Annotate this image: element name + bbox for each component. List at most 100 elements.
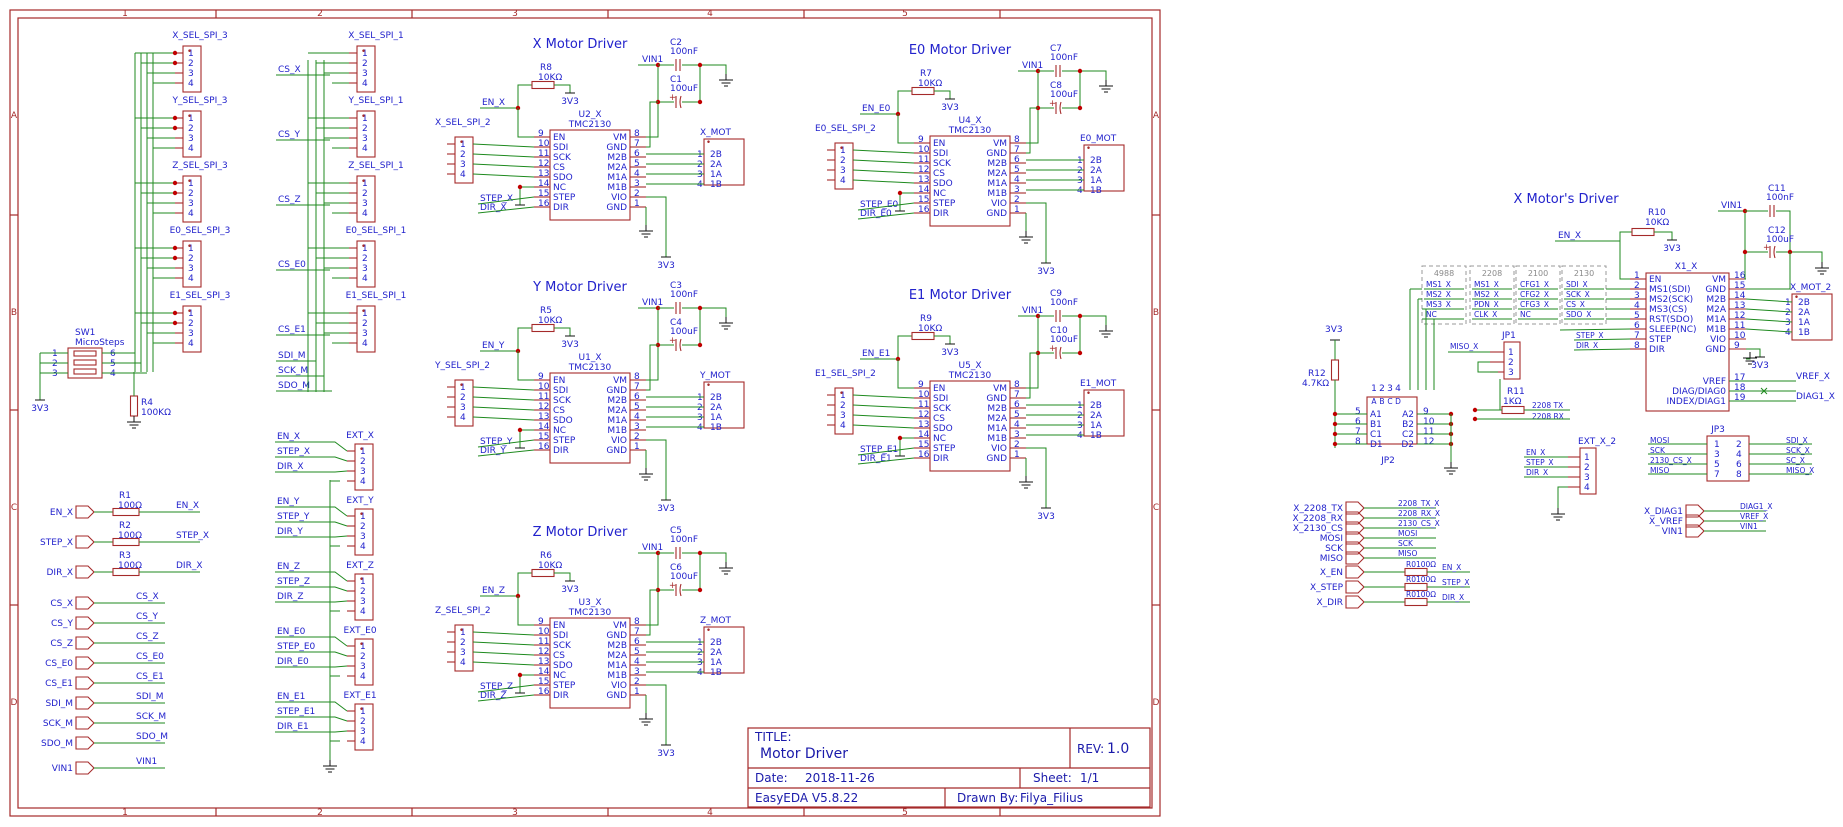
pin-number: 4 [360, 607, 366, 617]
pin-number: 1 [360, 707, 366, 717]
junction-dot [172, 245, 178, 251]
chip-pin-number: 16 [1734, 271, 1746, 281]
dip-switch-lever [73, 359, 97, 366]
chip-pin-number: 2 [634, 677, 640, 687]
junction-dot [1472, 407, 1478, 413]
pin-number: 2 [362, 189, 368, 199]
chip-pin-name: VIO [611, 436, 627, 446]
chip-pin-name: CS [553, 651, 565, 661]
chip-pin-number: 5 [634, 647, 640, 657]
pin-number: 1 [460, 140, 466, 150]
chip-pin-number: 14 [1734, 291, 1746, 301]
chip-pin-number: 10 [538, 627, 550, 637]
pin-number: 2 [460, 393, 466, 403]
driver-title: Y Motor Driver [532, 280, 627, 295]
pin-number: 2 [188, 59, 194, 69]
jumper-pin-number: 4 [1736, 450, 1742, 460]
net-port [75, 616, 95, 630]
wire [852, 169, 915, 174]
motor-pin-number: 2 [1077, 411, 1083, 421]
zone-row-label: A [11, 111, 18, 121]
pin-number: 3 [360, 662, 366, 672]
motor-pin-number: 3 [1077, 421, 1083, 431]
pin-number: 2 [362, 124, 368, 134]
wire [1745, 328, 1793, 333]
header-ref: Z_SEL_SPI_2 [435, 606, 491, 616]
chip-pin-name: GND [986, 394, 1007, 404]
chip-pin-number: 5 [1634, 311, 1640, 321]
no-connect [1760, 387, 1768, 395]
pin1-marker: • [359, 445, 364, 455]
capacitor-ref: C8 [1050, 81, 1062, 91]
junction-dot [897, 190, 903, 196]
chip-pin-number: 5 [634, 402, 640, 412]
net-label: MOSI [1398, 529, 1417, 538]
net-label: CS_X [278, 65, 301, 75]
chip-pin-name: VM [613, 133, 627, 143]
chip-pin-name: SDI [933, 394, 948, 404]
wire [1573, 348, 1631, 351]
chip-pin-number: 11 [918, 400, 929, 410]
chip-pin-number: 9 [538, 617, 544, 627]
sheet-label: Sheet: [1033, 771, 1072, 785]
net-label: SCK_X [1786, 446, 1810, 455]
net-port-label: SDI_M [45, 699, 73, 709]
net-label: VIN1 [136, 757, 157, 767]
chip-pin-name: GND [986, 149, 1007, 159]
ext-ref: EXT_X_2 [1578, 437, 1616, 447]
capacitor-ref: C9 [1050, 289, 1062, 299]
header-ref: Y_SEL_SPI_2 [434, 361, 490, 371]
wire [275, 521, 348, 527]
pin-number: 4 [1584, 483, 1590, 493]
net-label: DIAG1_X [1740, 502, 1772, 511]
chip-pin-number: 12 [918, 410, 929, 420]
header-ref: X_SEL_SPI_2 [435, 118, 491, 128]
motor-pin-name: 2A [710, 648, 723, 658]
chip-pin-number: 11 [538, 392, 549, 402]
net-port [75, 676, 95, 690]
header-ref: Y_SEL_SPI_3 [172, 96, 228, 106]
net-label: VREF_X [1796, 372, 1830, 382]
chip-pin-number: 14 [918, 185, 930, 195]
wire [857, 457, 915, 465]
header-ref: X_SEL_SPI_3 [172, 31, 228, 41]
motor-pin-name: 1A [1090, 421, 1103, 431]
pin1-marker: • [1086, 389, 1091, 399]
chip-pin-name: VM [993, 139, 1007, 149]
wire [275, 571, 348, 582]
pin-number: 4 [362, 79, 368, 89]
date-value: 2018-11-26 [805, 771, 875, 785]
motor-connector [703, 138, 745, 186]
mode-net-label: MS1_X [1474, 280, 1499, 289]
chip-pin-number: 1 [634, 687, 640, 697]
chip-pin-number: 16 [538, 687, 550, 697]
chip-pin-name: M1A [607, 416, 627, 426]
chip-pin-name: NC [553, 671, 566, 681]
power-label: 3V3 [1663, 244, 1681, 254]
pin-number: 2 [362, 319, 368, 329]
pin-number: 1 [188, 179, 194, 189]
chip-pin-number: 15 [538, 189, 549, 199]
chip-pin-name: STEP [553, 193, 576, 203]
wire [1745, 298, 1793, 303]
chip-pin-number: 3 [634, 667, 640, 677]
chip-pin-number: 7 [634, 139, 640, 149]
wire [275, 636, 348, 647]
junction-dot [172, 60, 178, 66]
capacitor-value: 100uF [670, 84, 698, 94]
chip-pin-name: M1A [987, 424, 1007, 434]
chip-pin-name: SDI [933, 149, 948, 159]
chip-pin-name: STEP [1649, 335, 1672, 345]
pin-number: 3 [188, 264, 194, 274]
power-label: 3V3 [1037, 267, 1055, 277]
pin1-marker: • [359, 510, 364, 520]
chip-pin-number: 18 [1734, 383, 1746, 393]
jumper-pin-name: C1 [1370, 430, 1382, 440]
net-port [75, 565, 95, 579]
driver-title: X Motor Driver [533, 37, 628, 52]
net-label: CS_Z [278, 195, 301, 205]
pin-number: 3 [362, 199, 368, 209]
